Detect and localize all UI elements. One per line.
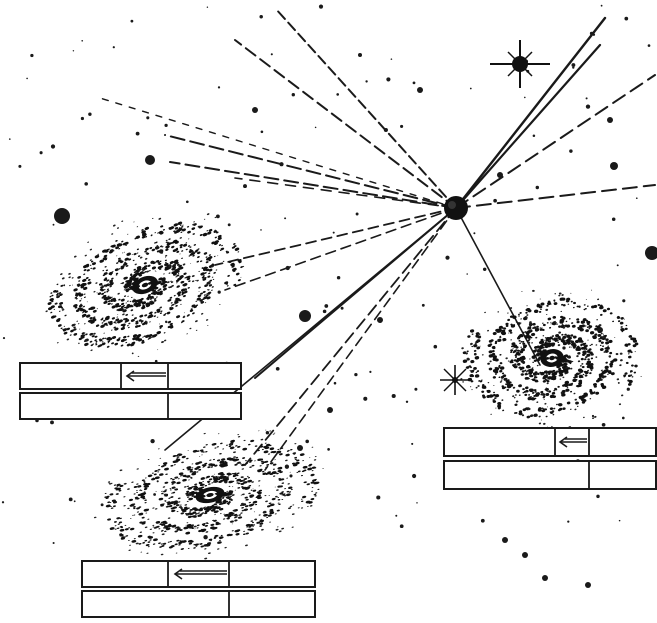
observer-galaxy (444, 196, 468, 220)
bottom-spiral-galaxy (81, 410, 337, 580)
reference-spectrum-bar (444, 461, 656, 489)
reference-spectrum-bar (82, 591, 315, 617)
reference-spectrum-bar (20, 393, 241, 419)
star-top-right-icon (490, 40, 550, 88)
right-spiral-galaxy (447, 273, 651, 446)
star-right-icon (440, 365, 470, 395)
right-galaxy-spectrum (444, 428, 656, 489)
left-galaxy-spectrum (20, 363, 241, 419)
shifted-spectrum-bar (444, 428, 656, 456)
bottom-galaxy-spectrum (82, 561, 315, 617)
